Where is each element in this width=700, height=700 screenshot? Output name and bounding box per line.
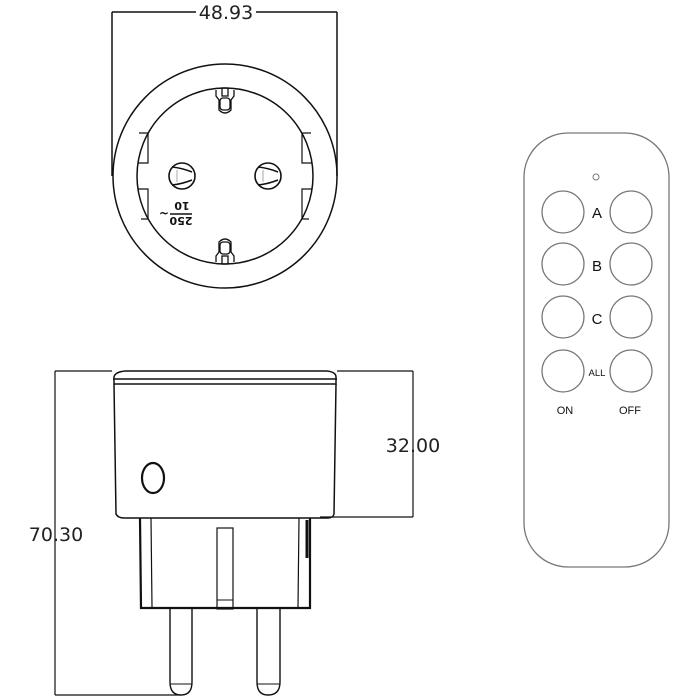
side-notches	[138, 132, 312, 220]
front-view	[111, 11, 338, 289]
off-label: OFF	[619, 405, 641, 417]
remote-body	[523, 132, 670, 568]
power-button	[140, 461, 166, 495]
button-all-on[interactable]	[541, 349, 585, 393]
pin-left	[169, 608, 193, 696]
earth-clip-bottom	[215, 238, 235, 265]
remote-control	[523, 132, 670, 568]
housing-body	[113, 383, 337, 519]
total-height-dimension	[54, 370, 180, 696]
plug-base	[138, 517, 312, 610]
body-height-label: 32.00	[386, 435, 440, 457]
outer-ring	[112, 63, 338, 289]
pin-right	[256, 608, 281, 696]
body-height-dimension	[320, 370, 414, 518]
pin-hole-right	[254, 162, 282, 190]
pin-hole-left	[168, 162, 196, 190]
width-dimension	[111, 11, 338, 176]
button-b-off[interactable]	[609, 242, 653, 286]
earth-clip-top	[215, 87, 235, 114]
socket-rating-marking: 10 250 ~	[159, 199, 193, 227]
button-all-off[interactable]	[609, 349, 653, 393]
button-c-off[interactable]	[609, 295, 653, 339]
row-label-b: B	[592, 258, 602, 275]
on-label: ON	[557, 405, 574, 417]
width-dimension-label: 48.93	[199, 2, 253, 24]
ac-symbol: ~	[159, 206, 169, 220]
row-label-a: A	[592, 205, 602, 222]
rating-voltage: 250	[169, 214, 192, 227]
row-label-c: C	[592, 311, 603, 328]
rating-current: 10	[174, 199, 190, 212]
button-a-off[interactable]	[609, 190, 653, 234]
button-c-on[interactable]	[541, 295, 585, 339]
total-height-label: 70.30	[29, 524, 83, 546]
row-label-all: ALL	[589, 368, 606, 379]
button-a-on[interactable]	[541, 190, 585, 234]
led-indicator-icon	[592, 173, 600, 181]
side-view	[54, 370, 414, 696]
button-b-on[interactable]	[541, 242, 585, 286]
inner-recess	[136, 87, 314, 265]
lid	[113, 370, 337, 385]
